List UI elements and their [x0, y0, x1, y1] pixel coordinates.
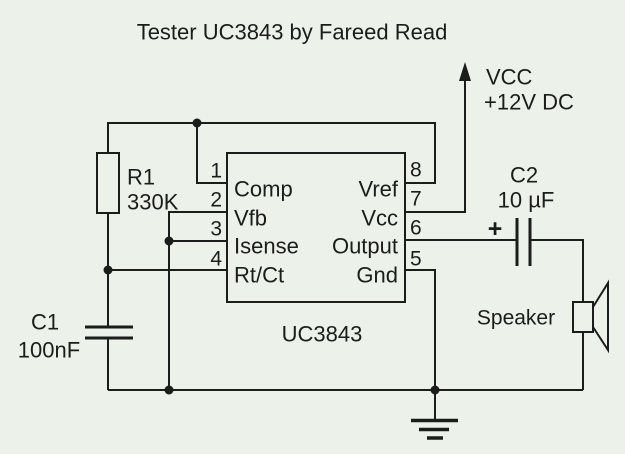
speaker-cone-icon — [592, 279, 609, 354]
pin-number-2: 2 — [210, 189, 222, 212]
resistor-r1-icon — [96, 152, 120, 214]
vcc-label: VCC — [486, 65, 533, 90]
pin-label-vref: Vref — [358, 177, 398, 202]
pin-number-8: 8 — [410, 159, 422, 182]
wire-top-rail — [107, 122, 436, 184]
capacitor-c1-value: 100nF — [18, 338, 80, 363]
ic-name: UC3843 — [282, 322, 363, 347]
pin-number-1: 1 — [210, 160, 222, 183]
wire-pin7-vcc — [405, 78, 466, 213]
wire-pin2-down — [168, 211, 227, 390]
junction-dot — [164, 236, 174, 246]
speaker-label: Speaker — [477, 307, 555, 330]
pin-label-vfb: Vfb — [234, 206, 267, 231]
junction-dot — [430, 385, 440, 395]
pin-number-7: 7 — [410, 188, 422, 211]
resistor-r1-ref: R1 — [127, 165, 155, 190]
pin-label-output: Output — [332, 234, 398, 259]
junction-dot — [192, 118, 202, 128]
pin-label-vcc: Vcc — [361, 206, 398, 231]
pin-number-6: 6 — [410, 217, 422, 240]
junction-dot — [103, 265, 113, 275]
speaker-icon — [572, 301, 594, 333]
wire-c2-speaker — [531, 239, 584, 302]
pin-number-4: 4 — [210, 248, 222, 271]
vcc-arrow-icon — [459, 62, 471, 81]
pin-number-3: 3 — [210, 218, 222, 241]
pin-label-gnd: Gnd — [356, 263, 398, 288]
ground-icon — [411, 418, 458, 440]
pin-label-rtct: Rt/Ct — [234, 263, 284, 288]
capacitor-c1-ref: C1 — [31, 310, 59, 335]
pin-label-isense: Isense — [234, 234, 299, 259]
capacitor-c2-polarity: + — [488, 215, 503, 243]
capacitor-c2-ref: C2 — [510, 163, 538, 188]
ic-body — [226, 152, 406, 303]
vcc-value: +12V DC — [484, 90, 574, 115]
resistor-r1-value: 330K — [127, 190, 179, 215]
schematic-title: Tester UC3843 by Fareed Read — [137, 20, 448, 45]
pin-label-comp: Comp — [234, 177, 293, 202]
junction-dot — [164, 385, 174, 395]
wire-pin5-down — [405, 269, 436, 390]
wire-pin1 — [196, 123, 227, 184]
pin-number-5: 5 — [410, 248, 422, 271]
capacitor-c2-value: 10 µF — [498, 188, 555, 213]
